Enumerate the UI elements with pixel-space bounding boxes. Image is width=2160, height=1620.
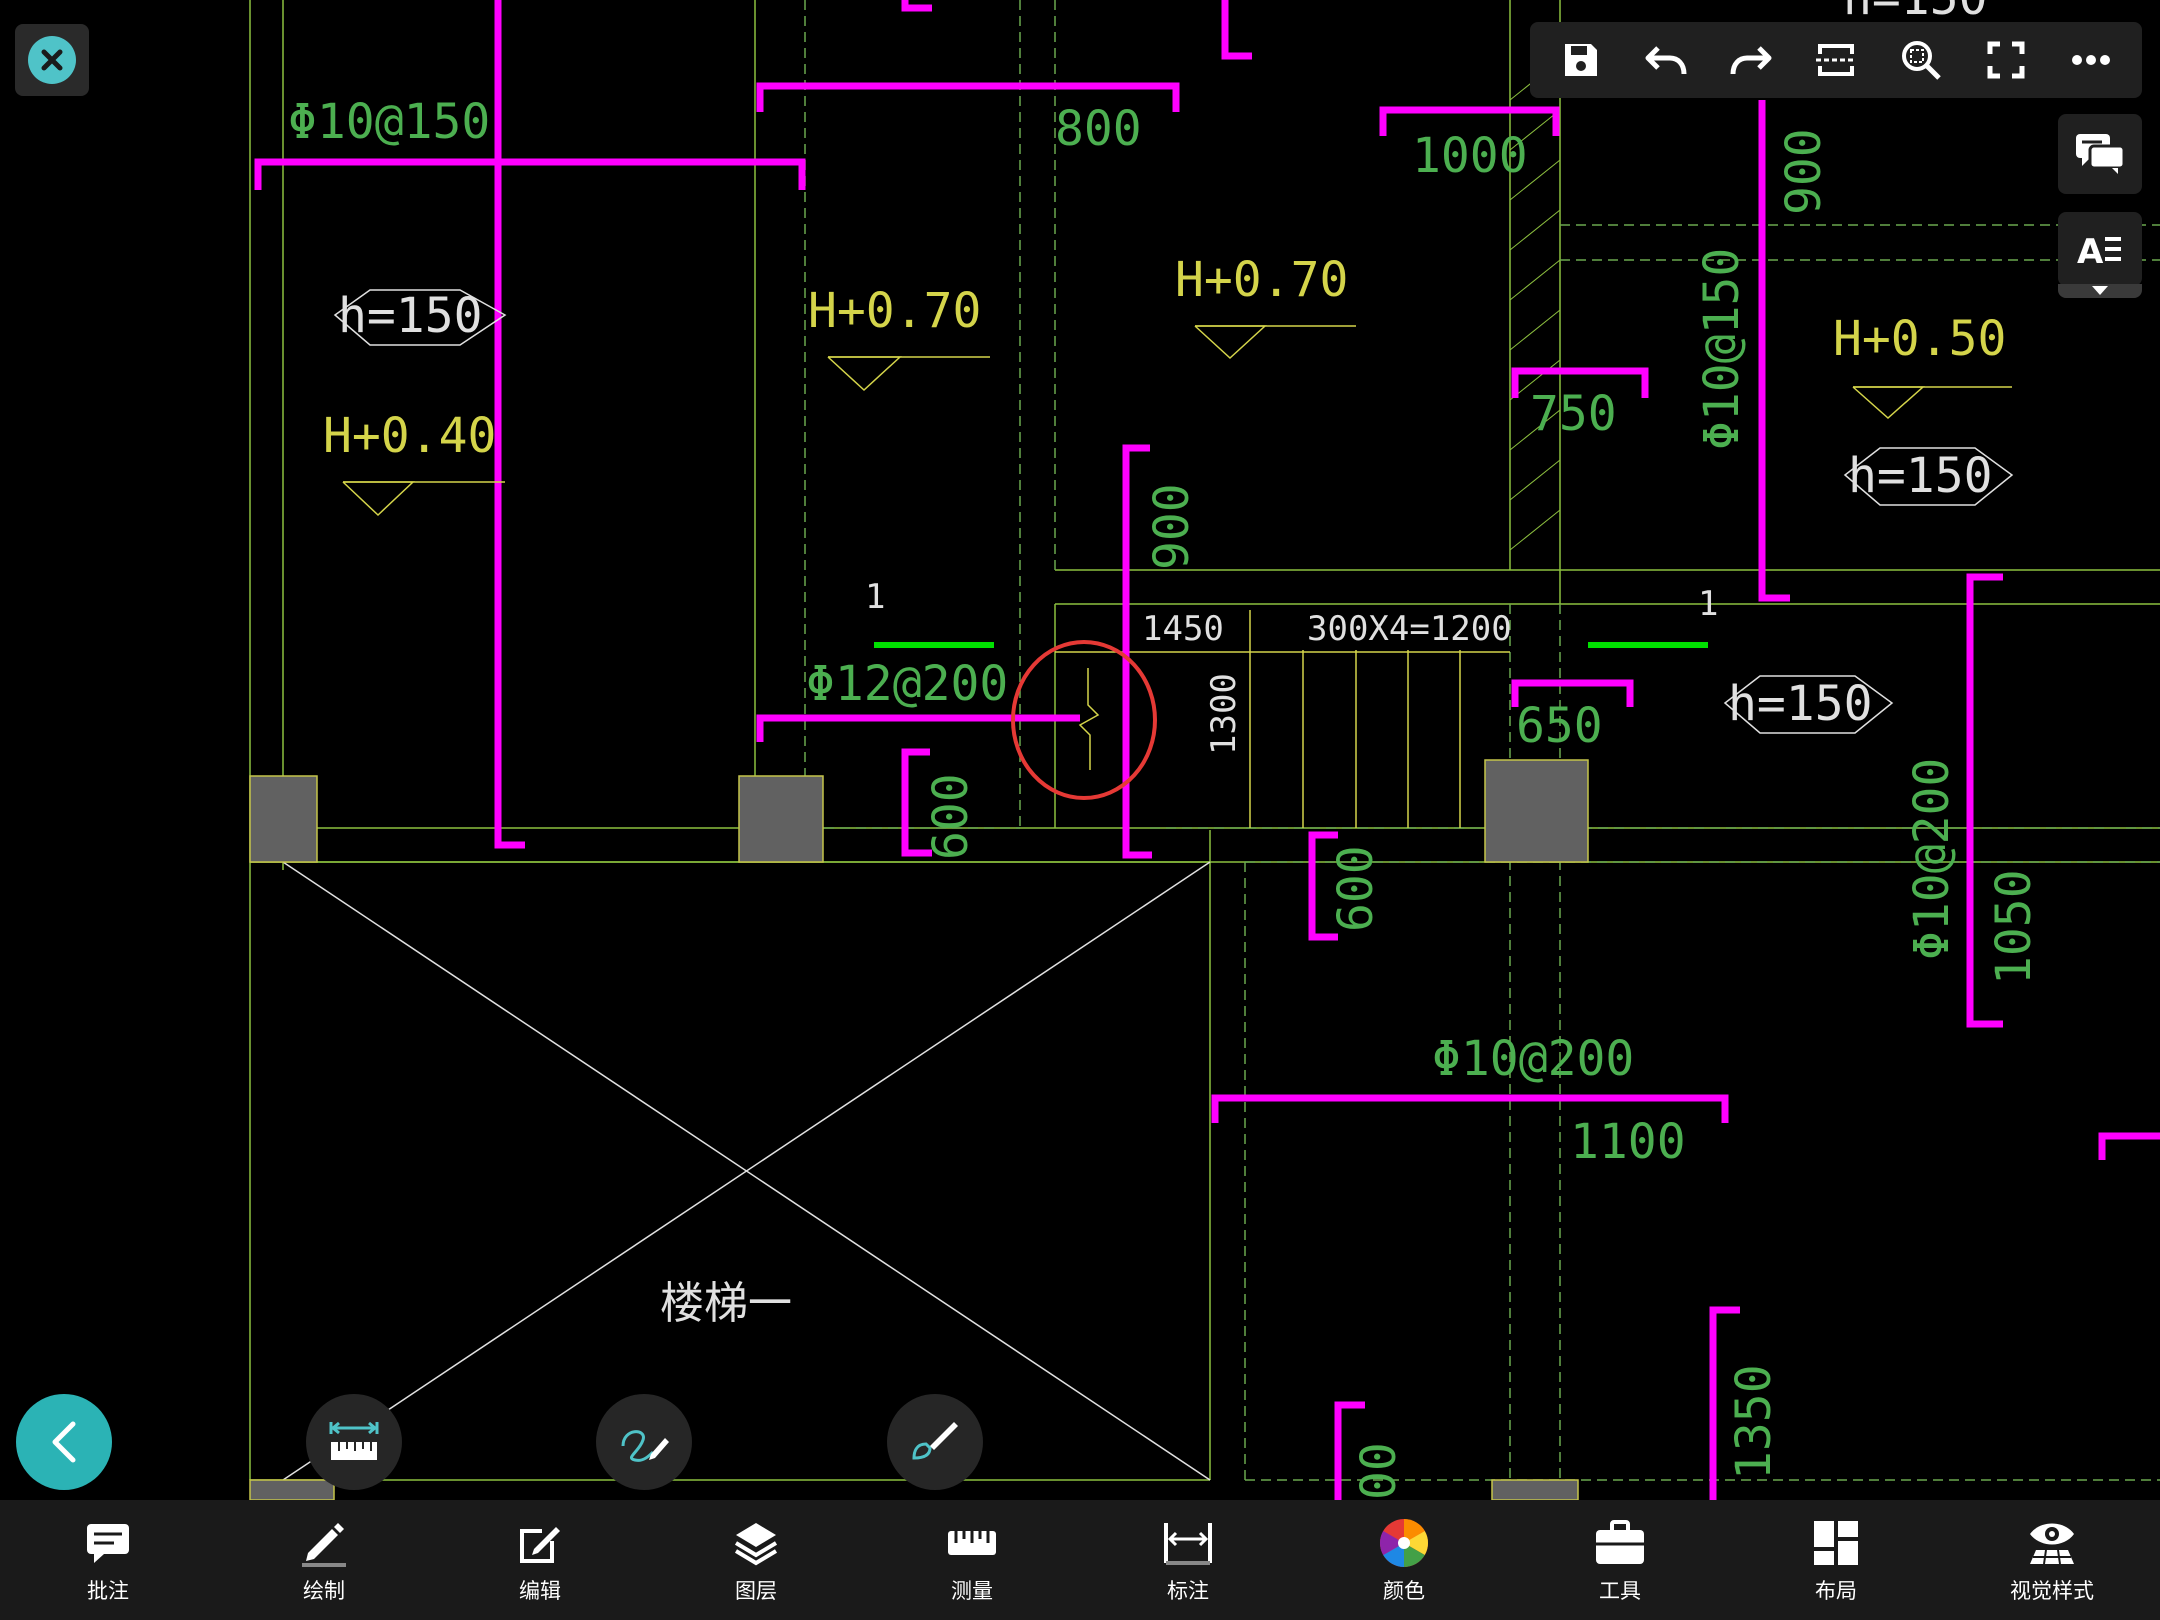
text-format-icon: A: [2077, 232, 2121, 269]
nav-label: 布局: [1815, 1579, 1857, 1603]
edit-icon: [512, 1515, 568, 1571]
dim-label: 300X4=1200: [1307, 609, 1512, 649]
ruler-measure-icon: [329, 1421, 379, 1460]
nav-dimension[interactable]: 标注: [1080, 1500, 1296, 1620]
nav-label: 工具: [1599, 1579, 1641, 1603]
quick-measure-button[interactable]: [306, 1394, 402, 1490]
nav-visual-style[interactable]: 视觉样式: [1944, 1500, 2160, 1620]
nav-color[interactable]: 颜色: [1296, 1500, 1512, 1620]
comment-icon: [80, 1515, 136, 1571]
close-icon: [28, 36, 76, 84]
dim-label: 900: [1144, 483, 1200, 570]
dim-label: 750: [1530, 386, 1617, 442]
rebar-label: Φ10@200: [1432, 1031, 1634, 1087]
caret-down-icon: [2092, 286, 2108, 295]
nav-label: 图层: [735, 1579, 777, 1603]
rebar-lines: [254, 0, 2160, 1500]
crop-area-icon: [1815, 44, 1856, 76]
fullscreen-icon: [1987, 41, 2025, 79]
thickness-label: h=150: [1728, 676, 1873, 732]
svg-text:A: A: [2077, 232, 2104, 269]
pencil-icon: [296, 1515, 352, 1571]
dim-label: 650: [1516, 698, 1603, 754]
elevation-label: H+0.70: [808, 283, 981, 339]
top-toolbar: [1530, 22, 2142, 98]
bottom-nav: 批注 绘制 编辑 图层 测量 标注: [0, 1500, 2160, 1620]
freehand-draw-icon: [621, 1430, 669, 1462]
undo-icon: [1645, 46, 1687, 75]
dim-label: 900: [1776, 128, 1832, 215]
nav-layers[interactable]: 图层: [648, 1500, 864, 1620]
section-label: 1: [1698, 584, 1718, 624]
save-button[interactable]: [1546, 25, 1616, 95]
nav-label: 颜色: [1383, 1579, 1425, 1603]
nav-annotate[interactable]: 批注: [0, 1500, 216, 1620]
thickness-label: h=150: [1843, 0, 1988, 26]
zoom-region-button[interactable]: [1886, 25, 1956, 95]
nav-measure[interactable]: 测量: [864, 1500, 1080, 1620]
nav-edit[interactable]: 编辑: [432, 1500, 648, 1620]
zoom-region-icon: [1902, 41, 1941, 80]
elevation-label: H+0.70: [1175, 252, 1348, 308]
nav-label: 编辑: [519, 1579, 561, 1603]
undo-button[interactable]: [1631, 25, 1701, 95]
chevron-left-icon: [52, 1421, 76, 1463]
dim-label: 1300: [1204, 673, 1244, 755]
visual-style-icon: [2024, 1515, 2080, 1571]
nav-layout[interactable]: 布局: [1728, 1500, 1944, 1620]
redo-button[interactable]: [1716, 25, 1786, 95]
thickness-label: h=150: [1848, 448, 1993, 504]
more-button[interactable]: [2056, 25, 2126, 95]
dimension-icon: [1160, 1515, 1216, 1571]
dim-label: 00: [1351, 1442, 1407, 1500]
close-button[interactable]: [15, 24, 89, 96]
dim-label: 1350: [1726, 1364, 1782, 1480]
dim-label: 1050: [1986, 869, 2042, 985]
quick-brush-button[interactable]: [887, 1394, 983, 1490]
elevation-label: H+0.40: [323, 408, 496, 464]
dim-label: 1000: [1412, 128, 1528, 184]
nav-label: 标注: [1167, 1579, 1209, 1603]
crop-area-button[interactable]: [1801, 25, 1871, 95]
dim-label: 1100: [1570, 1114, 1686, 1170]
markup-circle: [1011, 640, 1157, 800]
expand-side-panel-button[interactable]: [2058, 284, 2142, 298]
nav-label: 批注: [87, 1579, 129, 1603]
layout-grid-icon: [1808, 1515, 1864, 1571]
ruler-icon: [944, 1515, 1000, 1571]
dim-label: 600: [1328, 845, 1384, 932]
section-label: 1: [865, 577, 885, 617]
rebar-label: Φ10@200: [1904, 758, 1960, 960]
elevation-label: H+0.50: [1833, 311, 2006, 367]
stair-outline: [282, 861, 1211, 1481]
rebar-label: Φ10@150: [1694, 248, 1750, 450]
stair-label: 楼梯一: [660, 1278, 792, 1329]
nav-label: 视觉样式: [2010, 1579, 2094, 1603]
more-icon: [2072, 55, 2111, 65]
quick-draw-button[interactable]: [596, 1394, 692, 1490]
rebar-label: Φ10@150: [288, 94, 490, 150]
back-button[interactable]: [16, 1394, 112, 1490]
nav-label: 绘制: [303, 1579, 345, 1603]
fullscreen-button[interactable]: [1971, 25, 2041, 95]
comments-icon: [2076, 134, 2126, 174]
nav-label: 测量: [951, 1579, 993, 1603]
brush-icon: [912, 1422, 958, 1460]
dim-label: 1450: [1142, 609, 1224, 649]
save-icon: [1564, 44, 1597, 76]
comments-button[interactable]: [2058, 114, 2142, 194]
nav-draw[interactable]: 绘制: [216, 1500, 432, 1620]
color-wheel-icon: [1376, 1515, 1432, 1571]
redo-icon: [1730, 46, 1772, 75]
text-style-button[interactable]: A: [2058, 212, 2142, 286]
layers-icon: [728, 1515, 784, 1571]
dim-label: 800: [1055, 101, 1142, 157]
rebar-label: Φ12@200: [806, 656, 1008, 712]
toolbox-icon: [1592, 1515, 1648, 1571]
nav-tools[interactable]: 工具: [1512, 1500, 1728, 1620]
dim-label: 600: [923, 773, 979, 860]
thickness-label: h=150: [338, 288, 483, 344]
